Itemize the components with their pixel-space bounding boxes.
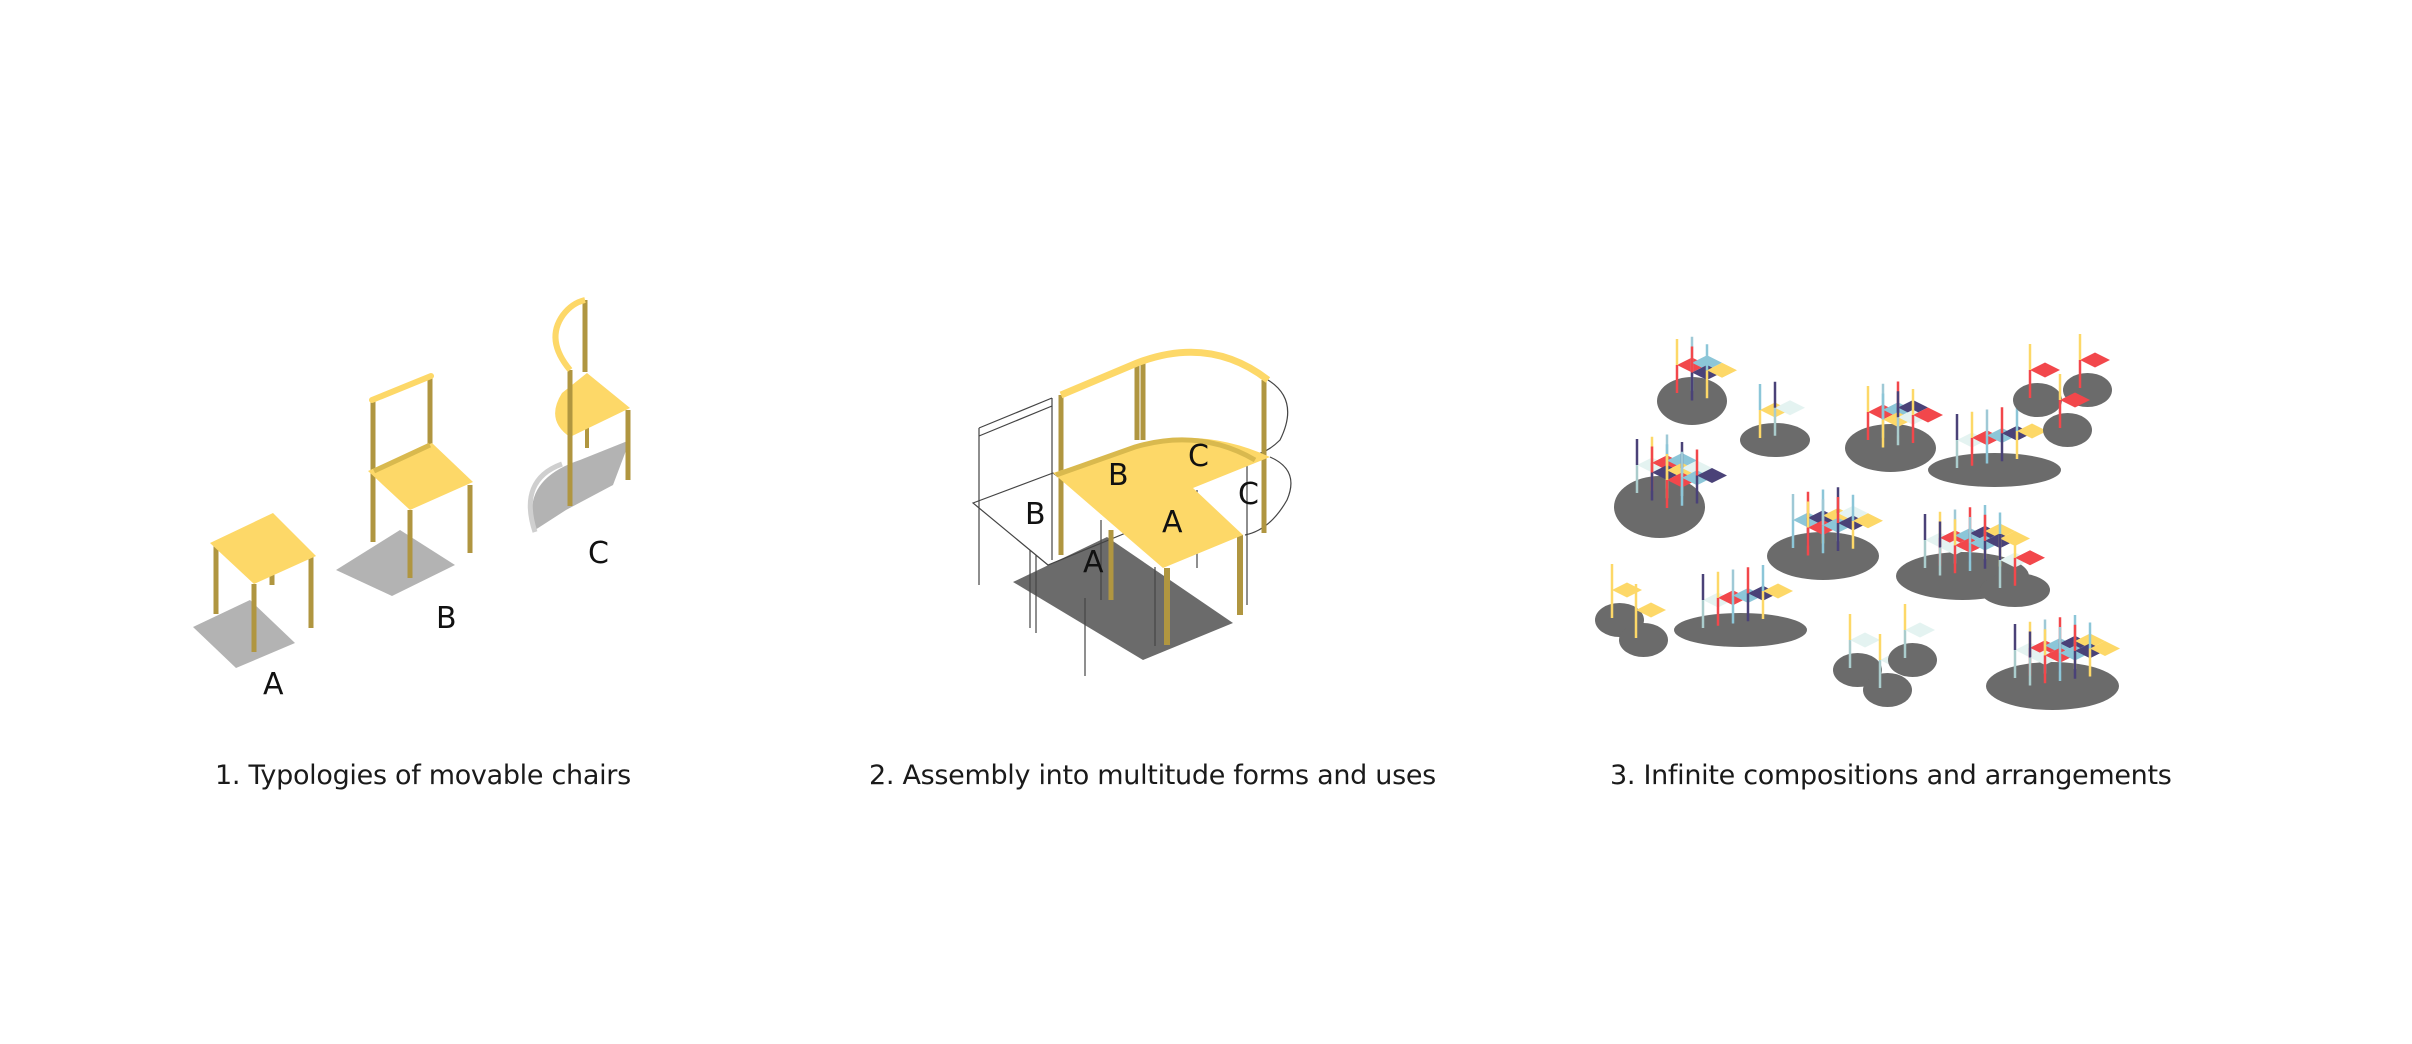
- panel-2-assembly: B C B A A C: [971, 348, 1292, 676]
- label-b-2: B: [1025, 497, 1046, 532]
- panel-3-compositions: [1595, 334, 2120, 710]
- cluster-shadow: [1980, 573, 2050, 607]
- cluster-shadow: [1888, 643, 1937, 677]
- chair-seat: [1850, 632, 1880, 648]
- label-a-1: A: [1162, 505, 1183, 540]
- assembled-yellow-chairs: [1053, 348, 1271, 645]
- chair-cluster: [1740, 381, 1810, 457]
- chair-cluster: [1986, 615, 2120, 710]
- chair-cluster: [1888, 604, 1937, 677]
- chair-cluster: [1767, 487, 1883, 580]
- cluster-shadow: [1767, 532, 1879, 580]
- chair-cluster: [1845, 381, 1943, 472]
- label-b-1: B: [1108, 458, 1129, 493]
- cluster-shadow: [2043, 413, 2092, 447]
- chair-seat: [1612, 582, 1642, 598]
- cluster-shadow: [2013, 383, 2062, 417]
- chair-cluster: [1614, 434, 1727, 538]
- chair-seat: [1636, 602, 1666, 618]
- cluster-shadow: [1986, 662, 2119, 710]
- caption-3: 3. Infinite compositions and arrangement…: [1610, 760, 2172, 791]
- chair-c-label: C: [588, 536, 609, 571]
- chair-cluster: [2043, 374, 2092, 447]
- chair-seat: [2030, 362, 2060, 378]
- chair-seat: [2015, 550, 2045, 566]
- chair-cluster: [1928, 405, 2061, 487]
- chair-cluster: [2063, 334, 2112, 407]
- chair-cluster: [1896, 505, 2030, 600]
- label-c-2: C: [1238, 477, 1259, 512]
- panel-1-chair-typologies: A B C: [193, 297, 631, 702]
- chair-seat: [2017, 423, 2047, 439]
- chair-seat: [1913, 407, 1943, 423]
- assembly-labels: B C B A A C: [1025, 439, 1259, 580]
- cluster-shadow: [1863, 673, 1912, 707]
- chair-cluster: [1619, 584, 1668, 657]
- chair-seat: [2090, 641, 2120, 656]
- chair-a-illustration: A: [193, 513, 316, 702]
- cluster-shadow: [1845, 424, 1936, 472]
- chair-cluster: [1657, 336, 1737, 425]
- chair-c-illustration: C: [527, 297, 631, 571]
- chair-seat: [1707, 362, 1737, 378]
- chair-seat: [1905, 622, 1935, 638]
- assembly-shadow: [1013, 537, 1233, 660]
- chair-seat: [1697, 468, 1727, 483]
- caption-2: 2. Assembly into multitude forms and use…: [869, 760, 1436, 791]
- chair-b-label: B: [436, 601, 457, 636]
- chair-a-label: A: [263, 667, 284, 702]
- chair-b-illustration: B: [336, 373, 473, 636]
- chair-seat: [2080, 352, 2110, 368]
- chair-cluster: [1674, 565, 1807, 647]
- label-a-2: A: [1083, 545, 1104, 580]
- cluster-shadow: [1928, 453, 2061, 487]
- cluster-shadow: [1657, 377, 1727, 425]
- chair-cluster: [1980, 531, 2050, 607]
- cluster-shadow: [1740, 423, 1810, 457]
- cluster-shadow: [1614, 476, 1705, 538]
- label-c-1: C: [1188, 439, 1209, 474]
- chair-seat: [1853, 513, 1883, 529]
- chair-seat: [1775, 400, 1805, 416]
- cluster-shadow: [1674, 613, 1807, 647]
- chair-seat: [1763, 583, 1793, 599]
- chair-seat: [2060, 392, 2090, 408]
- cluster-shadow: [1619, 623, 1668, 657]
- chair-cluster: [2013, 344, 2062, 417]
- caption-1: 1. Typologies of movable chairs: [215, 760, 631, 791]
